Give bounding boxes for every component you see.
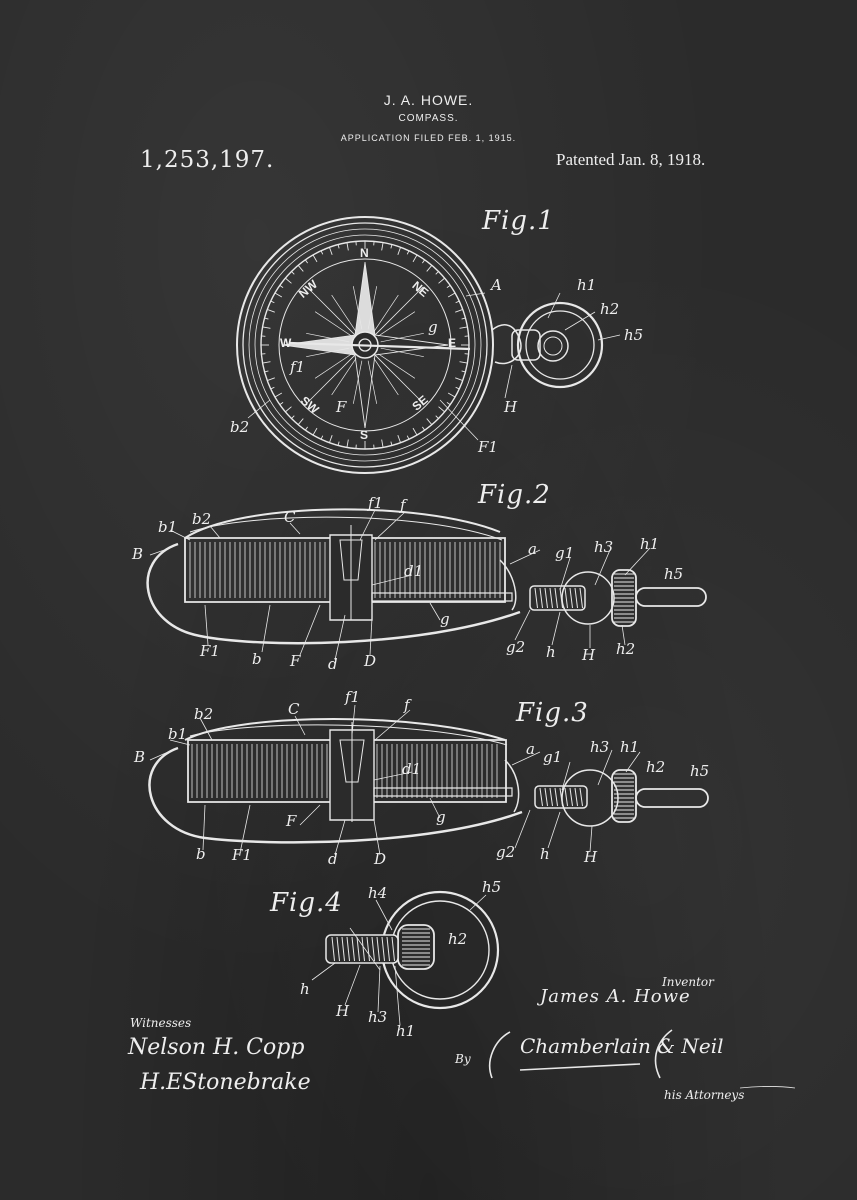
- ref-label: h2: [646, 758, 666, 776]
- ref-label: C: [288, 700, 300, 718]
- ref-label: g: [428, 318, 438, 336]
- signature-flourishes: [490, 1030, 795, 1088]
- ref-label: g1: [555, 544, 575, 562]
- ref-label: f1: [368, 494, 384, 512]
- ref-label: h2: [600, 300, 620, 318]
- ref-label: d: [328, 850, 338, 868]
- ref-label: h3: [368, 1008, 388, 1026]
- ref-label: B: [132, 545, 144, 563]
- ref-label: H: [582, 646, 596, 664]
- ref-label: f: [400, 496, 406, 514]
- inventor-signature: James A. Howe: [540, 986, 691, 1007]
- ref-label: d1: [402, 760, 422, 778]
- ref-label: d1: [404, 562, 424, 580]
- ref-label: h2: [448, 930, 468, 948]
- ref-label: A: [491, 276, 502, 294]
- fig1-title: Fig.1: [482, 206, 555, 236]
- dial-south: S: [360, 428, 369, 442]
- ref-label: F1: [478, 438, 498, 456]
- fig4-detail-drawing: [312, 892, 498, 1025]
- ref-label: g2: [496, 843, 516, 861]
- fig3-section-drawing: [149, 719, 708, 842]
- ref-label: b1: [158, 518, 178, 536]
- application-filed: APPLICATION FILED FEB. 1, 1915.: [340, 133, 517, 143]
- ref-label: h5: [690, 762, 710, 780]
- witness-signature-1: Nelson H. Copp: [128, 1035, 305, 1060]
- ref-label: g: [440, 610, 450, 628]
- ref-label: h: [300, 980, 310, 998]
- fig1-compass-drawing: [237, 217, 620, 473]
- ref-label: h3: [594, 538, 614, 556]
- inventor-header: J. A. HOWE.: [383, 92, 474, 108]
- ref-label: F1: [200, 642, 220, 660]
- witness-signature-2: H.EStonebrake: [140, 1070, 311, 1095]
- witnesses-label: Witnesses: [130, 1016, 192, 1030]
- ref-label: d: [328, 655, 338, 673]
- ref-label: g1: [543, 748, 563, 766]
- ref-label: h5: [664, 565, 684, 583]
- fig3-title: Fig.3: [516, 698, 589, 728]
- ref-label: h1: [620, 738, 640, 756]
- ref-label: h1: [396, 1022, 416, 1040]
- ref-label: h1: [577, 276, 597, 294]
- fig2-section-drawing: [148, 509, 706, 643]
- ref-label: b: [252, 650, 262, 668]
- ref-label: h5: [624, 326, 644, 344]
- by-label: By: [455, 1052, 471, 1066]
- ref-label: b2: [192, 510, 212, 528]
- ref-label: H: [336, 1002, 350, 1020]
- ref-label: B: [134, 748, 146, 766]
- ref-label: b1: [168, 725, 188, 743]
- ref-label: F: [336, 398, 347, 416]
- fig4-title: Fig.4: [270, 888, 343, 918]
- ref-label: h3: [590, 738, 610, 756]
- ref-label: b: [196, 845, 206, 863]
- ref-label: h4: [368, 884, 388, 902]
- inventor-label: Inventor: [662, 975, 714, 989]
- ref-label: f1: [345, 688, 361, 706]
- dial-west: W: [280, 336, 292, 350]
- ref-label: F: [290, 652, 301, 670]
- ref-label: h: [540, 845, 550, 863]
- ref-label: a: [528, 540, 537, 558]
- ref-label: F1: [232, 846, 252, 864]
- fig2-title: Fig.2: [478, 480, 551, 510]
- ref-label: F: [286, 812, 297, 830]
- ref-label: g2: [506, 638, 526, 656]
- dial-north: N: [360, 246, 369, 260]
- ref-label: h5: [482, 878, 502, 896]
- ref-label: H: [584, 848, 598, 866]
- ref-label: H: [504, 398, 518, 416]
- ref-label: f: [404, 696, 410, 714]
- dial-east: E: [448, 336, 457, 350]
- ref-label: b2: [194, 705, 214, 723]
- ref-label: h1: [640, 535, 660, 553]
- ref-label: a: [526, 740, 535, 758]
- attorneys-label: his Attorneys: [664, 1088, 745, 1102]
- ref-label: D: [364, 652, 377, 670]
- ref-label: D: [374, 850, 387, 868]
- ref-label: h: [546, 643, 556, 661]
- attorney-signature: Chamberlain & Neil: [520, 1034, 724, 1058]
- ref-label: b2: [230, 418, 250, 436]
- ref-label: g: [436, 808, 446, 826]
- patent-number: 1,253,197.: [140, 147, 275, 173]
- patent-title: COMPASS.: [398, 113, 459, 124]
- patented-date: Patented Jan. 8, 1918.: [556, 150, 706, 169]
- ref-label: f1: [290, 358, 306, 376]
- ref-label: C: [284, 508, 296, 526]
- ref-label: h2: [616, 640, 636, 658]
